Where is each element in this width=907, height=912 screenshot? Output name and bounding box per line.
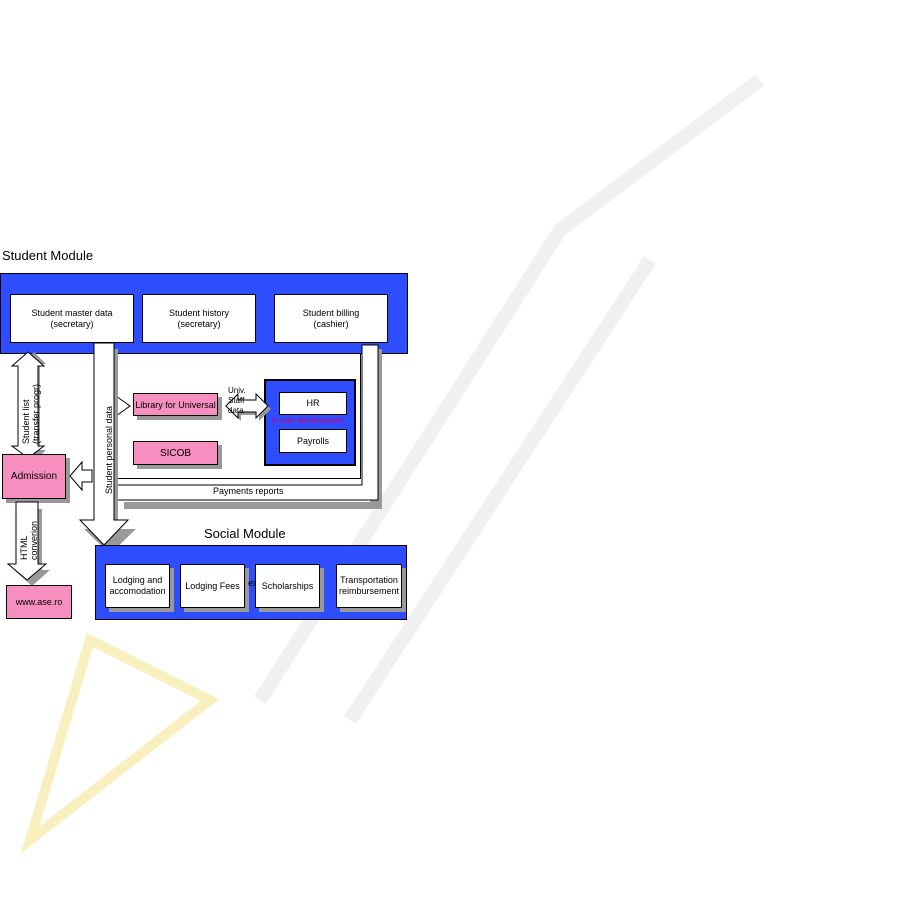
lodging-accommodation-box: Lodging and accomodation (105, 564, 170, 608)
transportation-reimbursement-box: Transportation reimbursement (336, 564, 402, 608)
student-master-data-box: Student master data (secretary) (10, 294, 134, 343)
hr-box: HR (279, 392, 347, 415)
student-history-box: Student history (secretary) (142, 294, 256, 343)
lodging-fees-box: Lodging Fees (180, 564, 245, 608)
html-conversion-label: HTML converion (19, 520, 39, 560)
library-box: Library for Universal (133, 393, 218, 416)
own-development-label: in own development (272, 416, 344, 425)
student-billing-box: Student billing (cashier) (274, 294, 388, 343)
student-module-title: Student Module (2, 248, 94, 263)
sicob-box: SICOB (133, 441, 218, 465)
payrolls-box: Payrolls (279, 429, 347, 453)
payments-reports-label: Payments reports (213, 486, 284, 496)
social-module-title: Social Module (204, 526, 286, 541)
scholarships-box: Scholarships (255, 564, 320, 608)
website-box: www.ase.ro (6, 585, 72, 619)
fragment-text: ex (248, 578, 258, 588)
admission-box: Admission (2, 454, 66, 499)
staff-data-label: Univ. Staff data (228, 386, 246, 415)
